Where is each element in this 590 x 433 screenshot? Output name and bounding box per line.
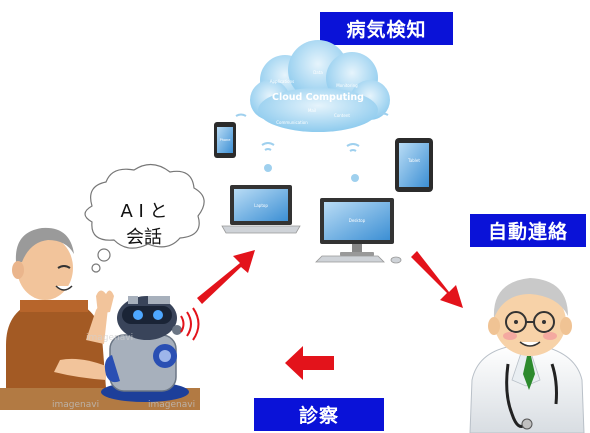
doctor-illustration bbox=[469, 278, 585, 433]
signal-icon bbox=[235, 112, 389, 152]
robot-signal-icon bbox=[180, 307, 200, 341]
label-disease-detection: 病気検知 bbox=[320, 12, 453, 45]
speech-line-2: 会話 bbox=[126, 227, 162, 248]
cloud-word-mail: Mail bbox=[308, 108, 316, 113]
cloud-word-applications: Applications bbox=[270, 79, 294, 84]
wifi-dots-icon bbox=[264, 164, 359, 182]
speech-line-1: A I と bbox=[120, 201, 167, 222]
cloud-word-data: Data bbox=[313, 70, 323, 75]
arrow-left-icon bbox=[285, 346, 334, 380]
watermark-2: imagenavi bbox=[148, 400, 195, 410]
speech-bubble bbox=[84, 163, 205, 273]
cloud-title: Cloud Computing bbox=[272, 92, 364, 103]
elderly-man-illustration bbox=[6, 227, 114, 388]
watermark-3: imagenavi bbox=[86, 333, 133, 343]
label-examination: 診察 bbox=[254, 398, 384, 431]
cloud-word-monitoring: Monitoring bbox=[336, 83, 358, 88]
desktop-icon bbox=[315, 198, 402, 264]
cloud-icon bbox=[250, 40, 390, 132]
tablet-icon bbox=[395, 138, 433, 192]
laptop-label: Laptop bbox=[254, 203, 268, 208]
phone-icon bbox=[214, 122, 236, 158]
label-auto-contact: 自動連絡 bbox=[470, 214, 586, 247]
watermark-1: imagenavi bbox=[52, 400, 99, 410]
cloud-word-content: Content bbox=[334, 113, 350, 118]
cloud-word-communication: Communication bbox=[276, 120, 308, 125]
laptop-icon bbox=[221, 185, 301, 234]
desktop-label: Desktop bbox=[349, 218, 366, 223]
robot-illustration bbox=[101, 296, 189, 402]
phone-label: Phone bbox=[220, 138, 231, 142]
arrow-down-right-icon bbox=[411, 251, 463, 308]
arrow-up-right-icon bbox=[197, 250, 255, 304]
tablet-label: Tablet bbox=[407, 158, 420, 163]
